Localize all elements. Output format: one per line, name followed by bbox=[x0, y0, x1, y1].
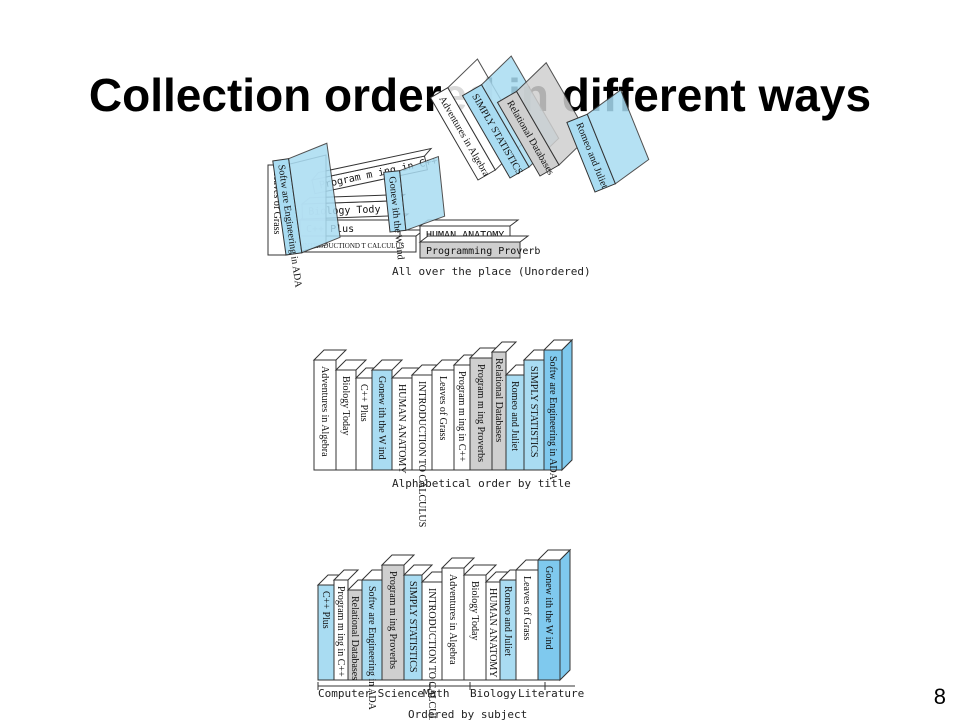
book-title: Romeo and Juliet bbox=[502, 586, 513, 656]
leaning-book-cover bbox=[586, 89, 650, 185]
unordered-shelf: INTRODUCTIOND T CALCULUSC++ PlusBiology … bbox=[267, 55, 650, 289]
book-title: Program m ing Proverbs bbox=[475, 364, 486, 462]
book-title: Softw are Engineering in ADA bbox=[547, 356, 558, 481]
book-title: HUMAN ANATOMY bbox=[487, 588, 498, 678]
book: Biology Today bbox=[334, 359, 368, 471]
book-title: Program m ing Proverbs bbox=[387, 571, 398, 669]
page-number: 8 bbox=[933, 684, 946, 709]
book: Biology Today bbox=[462, 564, 498, 681]
book-title: Program m ing in C++ bbox=[335, 586, 346, 677]
leaning-book: Softw are Engineering in ADA bbox=[272, 142, 341, 289]
book: Romeo and Juliet bbox=[504, 364, 536, 471]
book: SIMPLY STATISTICS bbox=[402, 564, 434, 681]
book-title: SIMPLY STATISTICS bbox=[528, 366, 539, 457]
unordered-caption: All over the place (Unordered) bbox=[392, 265, 591, 278]
book: Softw are Engineering in ADA bbox=[542, 339, 574, 481]
book-top bbox=[462, 564, 498, 576]
leaning-book-title: Leaves of Grass bbox=[271, 170, 282, 235]
book-title: Gonew ith the W ind bbox=[376, 376, 387, 460]
book-title: SIMPLY STATISTICS bbox=[407, 581, 418, 672]
book-side bbox=[561, 338, 573, 472]
book-side bbox=[559, 548, 571, 682]
leaning-book-cover bbox=[288, 142, 341, 254]
subject-label: Math bbox=[423, 687, 450, 700]
subject-shelf: C++ Plus Program m ing in C++Relational D… bbox=[316, 548, 572, 720]
subject-caption: Ordered by subject bbox=[408, 708, 527, 720]
book-top bbox=[334, 359, 368, 371]
book: Adventures in Algebra bbox=[312, 349, 348, 471]
book-title: INTRODUCTION TO CALCULUS bbox=[426, 588, 437, 720]
flat-book-title: INTRODUCTIOND T CALCULUS bbox=[302, 242, 405, 250]
book-title: Romeo and Juliet bbox=[509, 381, 520, 451]
alphabetical-caption: Alphabetical order by title bbox=[392, 477, 571, 490]
book-title: Softw are Engineering in ADA bbox=[366, 586, 377, 711]
book-title: Biology Today bbox=[340, 376, 351, 435]
book-title: Adventures in Algebra bbox=[447, 574, 458, 665]
book-top bbox=[440, 557, 476, 569]
book-title: Leaves of Grass bbox=[521, 576, 532, 641]
book-title: Biology Today bbox=[469, 581, 480, 640]
leaning-book: Romeo and Juliet bbox=[566, 89, 650, 193]
flat-book-title: Programming Proverb bbox=[426, 246, 540, 257]
book-title: INTRODUCTION TO CALCULUS bbox=[416, 381, 427, 527]
flat-book-top bbox=[418, 219, 520, 227]
book-title: Relational Databases bbox=[349, 596, 360, 680]
subject-label: Computer Science bbox=[318, 687, 424, 700]
book-title: Gonew ith the W ind bbox=[543, 566, 554, 650]
book: Leaves of Grass bbox=[514, 559, 550, 681]
book-top bbox=[490, 341, 518, 353]
book-top bbox=[370, 359, 404, 371]
flat-book: Programming Proverb bbox=[418, 235, 540, 259]
book-top bbox=[332, 569, 360, 581]
book-title: Leaves of Grass bbox=[437, 376, 448, 441]
book-top bbox=[312, 349, 348, 361]
flat-book-top bbox=[418, 235, 530, 243]
book: Program m ing Proverbs bbox=[468, 347, 504, 471]
book-title: C++ Plus bbox=[320, 591, 331, 629]
book: Gonew ith the W ind bbox=[370, 359, 404, 471]
subject-label: Biology bbox=[470, 687, 517, 700]
book-title: Program m ing in C++ bbox=[456, 371, 467, 462]
book: HUMAN ANATOMY bbox=[390, 367, 424, 474]
leaning-book-cover bbox=[399, 155, 446, 232]
book: Program m ing in C++ bbox=[452, 354, 482, 471]
book-top bbox=[402, 564, 434, 576]
book-title: HUMAN ANATOMY bbox=[396, 384, 407, 474]
book-title: Adventures in Algebra bbox=[319, 366, 330, 457]
book-title: C++ Plus bbox=[358, 384, 369, 422]
subject-label: Literature bbox=[518, 687, 584, 700]
book-title: Relational Databases bbox=[493, 358, 504, 442]
alphabetical-shelf: Adventures in Algebra Biology Today C++ Pl… bbox=[312, 338, 574, 527]
book-top bbox=[380, 554, 416, 566]
